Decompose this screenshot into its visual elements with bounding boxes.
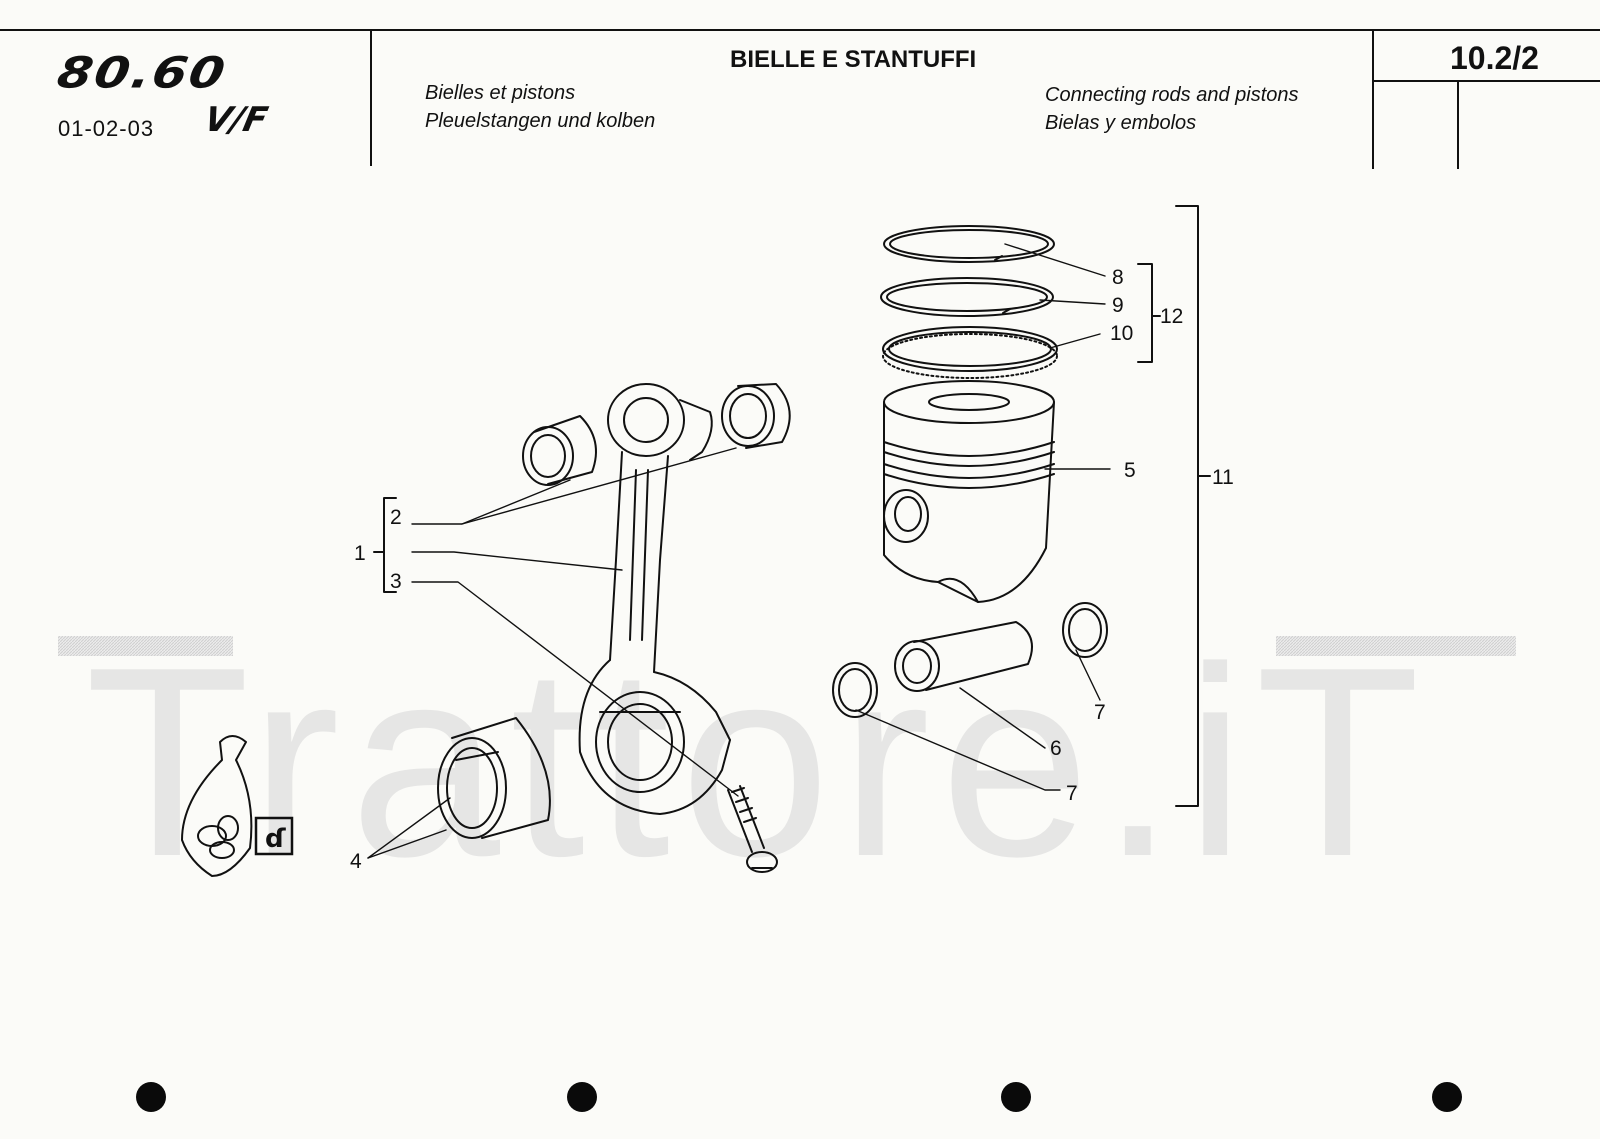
- callout-12: 12: [1160, 305, 1183, 328]
- piston-ring-10: [882, 326, 1058, 379]
- callout-3: 3: [390, 570, 402, 593]
- bracket-group-12: [1137, 263, 1161, 363]
- small-end-bush-left: [522, 415, 597, 486]
- callout-7-right: 7: [1094, 701, 1106, 724]
- connecting-rod: [578, 383, 731, 815]
- piston-ring-9: [880, 277, 1054, 317]
- callout-10: 10: [1110, 322, 1133, 345]
- callout-11: 11: [1212, 466, 1234, 489]
- subtitle-english: Connecting rods and pistons: [1045, 84, 1299, 106]
- piston-ring-8: [883, 225, 1055, 263]
- subtitle-spanish: Bielas y embolos: [1045, 112, 1197, 134]
- callout-5: 5: [1124, 459, 1136, 482]
- binding-hole-icon: [1001, 1082, 1031, 1112]
- svg-text:ɗ: ɗ: [265, 824, 286, 854]
- header-top-rule: [0, 29, 1600, 31]
- callout-4: 4: [350, 850, 362, 873]
- subtitle-french: Bielles et pistons: [425, 82, 576, 104]
- binding-hole-icon: [136, 1082, 166, 1112]
- binding-hole-icon: [567, 1082, 597, 1112]
- header-divider-left: [370, 29, 372, 166]
- page-number-rule: [1372, 80, 1600, 82]
- callout-7-left: 7: [1066, 782, 1078, 805]
- model-codes: 01-02-03: [58, 116, 155, 141]
- callout-1: 1: [354, 542, 366, 565]
- watermark-bar-left: [58, 636, 233, 656]
- leader-lines: [367, 243, 1111, 859]
- bracket-group-11: [1175, 205, 1211, 807]
- piston-pin: [894, 621, 1033, 692]
- kit-symbol-icon: ɗ: [254, 816, 294, 856]
- watermark-bar-right: [1276, 636, 1516, 656]
- bag-of-parts-icon: [181, 735, 253, 877]
- callout-6: 6: [1050, 737, 1062, 760]
- page-number: 10.2/2: [1450, 40, 1539, 76]
- callout-9: 9: [1112, 294, 1124, 317]
- binding-hole-icon: [1432, 1082, 1462, 1112]
- page-number-divider: [1457, 80, 1459, 169]
- small-end-bush-right: [721, 383, 791, 449]
- big-end-bearing: [437, 717, 551, 839]
- header-divider-right: [1372, 29, 1374, 169]
- bracket-group-1: [373, 497, 397, 593]
- subtitle-german: Pleuelstangen und kolben: [425, 110, 656, 132]
- callout-2: 2: [390, 506, 402, 529]
- circlip-left: [832, 662, 878, 718]
- circlip-right: [1062, 602, 1108, 658]
- connecting-rod-bolt: [727, 785, 778, 873]
- piston: [883, 380, 1055, 603]
- callout-8: 8: [1112, 266, 1124, 289]
- page-title: BIELLE E STANTUFFI: [730, 46, 977, 73]
